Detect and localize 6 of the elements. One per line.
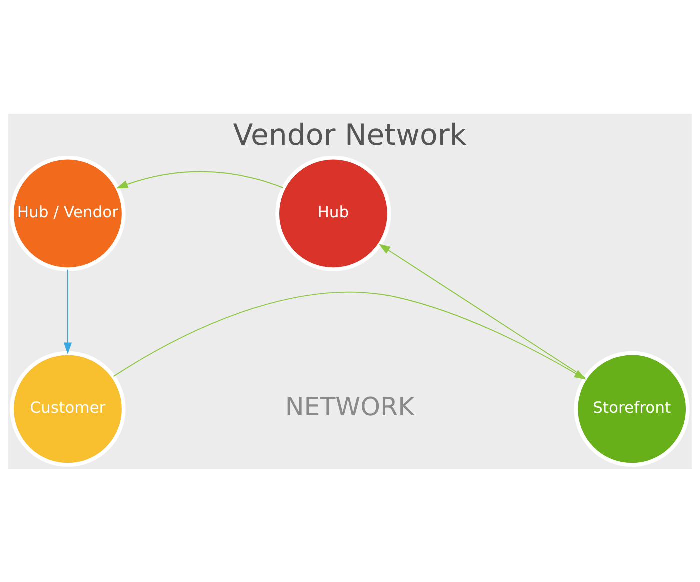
diagram-title: Vendor Network (233, 118, 467, 152)
arrow (64, 268, 72, 354)
label: NETWORK (285, 392, 415, 421)
node-circle: Customer (10, 350, 126, 467)
arrow (116, 170, 284, 188)
node-circle: Hub / Vendor (10, 155, 126, 272)
